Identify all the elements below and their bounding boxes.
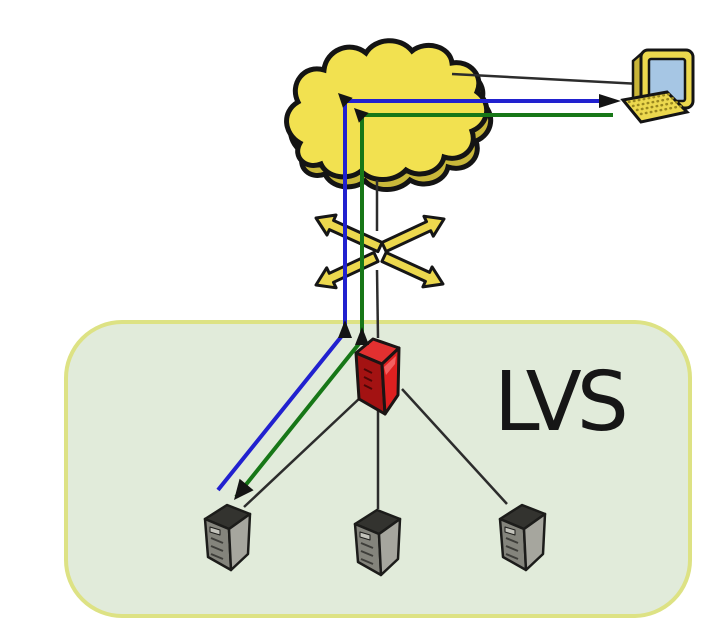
director-vent [363, 376, 373, 382]
server-front-face [377, 517, 402, 577]
switch-arrow-nw [314, 213, 384, 254]
server-vent [360, 550, 374, 557]
switch-arrow-sw [314, 251, 380, 290]
blue-arrowhead-to-client [599, 94, 621, 108]
server-vent [360, 558, 374, 565]
server-badge [359, 531, 371, 541]
real-server-3-icon [498, 503, 547, 572]
server-badge [209, 526, 221, 536]
server-vent [505, 553, 519, 560]
server-vent [505, 545, 519, 552]
green-arrowhead-up [355, 327, 369, 345]
lvs-zone-label: LVS [494, 355, 629, 450]
director-to-server-3-line [401, 388, 508, 505]
green-flow-line [234, 113, 613, 499]
green-flow-path [234, 113, 613, 499]
director-to-server-1-line [243, 396, 362, 508]
director-vent [363, 384, 373, 390]
green-arrowhead-to-server [234, 478, 254, 500]
server-vent [505, 537, 519, 544]
server-vent [210, 537, 224, 544]
blue-arrowhead-corner [338, 93, 353, 108]
network-switch-icon [314, 213, 446, 290]
network-links [243, 72, 642, 509]
cloud-body [284, 38, 489, 182]
switch-to-director-line [375, 269, 380, 339]
director-front-face [380, 346, 401, 416]
real-server-1-icon [203, 503, 252, 572]
director-highlight [384, 356, 396, 375]
green-flow-arrowheads [234, 108, 369, 500]
server-front-face [522, 512, 547, 572]
switch-arrow-ne [380, 214, 446, 253]
director-server-icon [354, 337, 401, 416]
keyboard-keys [627, 92, 684, 116]
director-vent [363, 368, 373, 374]
director-left-face [354, 351, 387, 416]
server-vent [360, 542, 374, 549]
cloud-to-client-line [451, 72, 642, 86]
client-computer-icon [620, 48, 695, 124]
blue-flow-arrowheads [338, 93, 621, 338]
server-badge [504, 526, 516, 536]
real-server-2-icon [353, 508, 402, 577]
blue-arrowhead-up [338, 320, 352, 338]
switch-arrow-se [380, 251, 445, 289]
green-arrowhead-corner [354, 108, 369, 123]
server-vent [210, 545, 224, 552]
server-front-face [227, 512, 252, 572]
blue-flow-line [216, 99, 612, 492]
blue-flow-path [216, 99, 612, 492]
server-vent [210, 553, 224, 560]
